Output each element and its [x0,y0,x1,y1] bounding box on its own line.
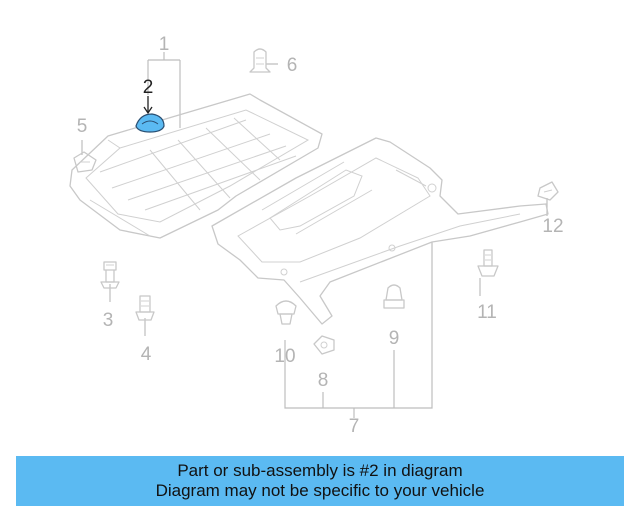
callout-6: 6 [287,55,298,76]
callout-9: 9 [389,328,400,349]
callout-4: 4 [141,344,152,365]
part-2-arrow [143,96,153,115]
callout-1: 1 [159,34,170,55]
clip-5 [73,151,97,173]
callout-5: 5 [77,116,88,137]
bolt-4 [135,295,155,321]
bolt-11 [477,249,499,277]
callout-10: 10 [274,346,295,367]
callout-11: 11 [477,302,497,323]
plug-10 [275,300,297,325]
callout-8: 8 [318,370,329,391]
callout-2[interactable]: 2 [143,77,154,98]
highlighted-part-2[interactable] [135,96,165,133]
callout-7: 7 [349,416,360,437]
clip-8 [313,335,335,355]
callout-labels: 1 2 3 4 5 6 7 8 9 10 11 12 [77,34,564,437]
callout-3: 3 [103,310,114,331]
diagram-notice-banner: Part or sub-assembly is #2 in diagram Di… [16,456,624,506]
banner-line-disclaimer: Diagram may not be specific to your vehi… [155,481,485,500]
skid-plate-front [69,93,323,239]
part-2-clip-shape[interactable] [135,113,165,133]
fastener-6 [249,48,271,73]
callout-12: 12 [542,216,563,237]
banner-line-part: Part or sub-assembly is #2 in diagram [177,461,463,480]
clip-12 [537,181,559,201]
bolt-3 [100,261,120,289]
grommet-9 [383,284,405,309]
splash-shield-rear [211,137,549,325]
